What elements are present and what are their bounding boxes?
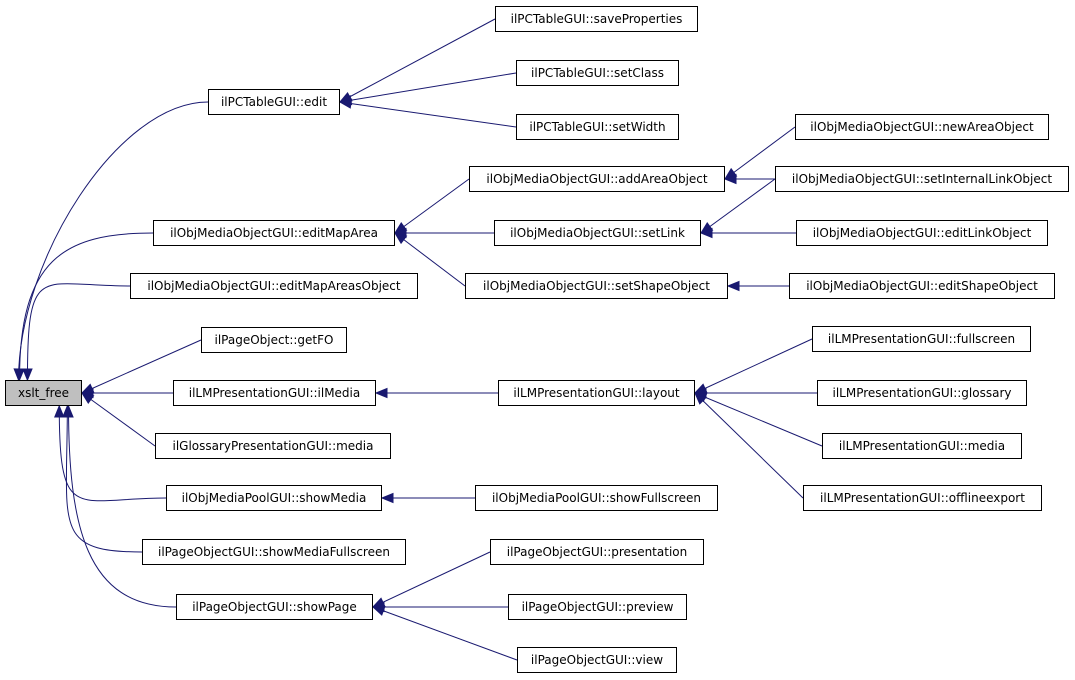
arrowhead-mo_editMapAreasObject-to-xslt_free xyxy=(22,368,33,382)
node-ilpctablegui-edit[interactable]: ilPCTableGUI::edit xyxy=(208,89,340,115)
node-ilobjmediaobjectgui-setlink[interactable]: ilObjMediaObjectGUI::setLink xyxy=(494,220,701,246)
node-ilobjmediaobjectgui-setshapeobject[interactable]: ilObjMediaObjectGUI::setShapeObject xyxy=(465,273,728,299)
node-ilpctablegui-setwidth[interactable]: ilPCTableGUI::setWidth xyxy=(516,114,679,140)
node-ilobjmediaobjectgui-newareaobject[interactable]: ilObjMediaObjectGUI::newAreaObject xyxy=(795,114,1049,140)
arrowhead-mo_editMapArea-to-xslt_free xyxy=(14,368,25,382)
edge-po_getFO-to-xslt_free xyxy=(81,339,202,394)
node-ilobjmediaobjectgui-editlinkobject[interactable]: ilObjMediaObjectGUI::editLinkObject xyxy=(796,220,1048,246)
arrowhead-lm_layout-to-lm_ilMedia xyxy=(374,387,388,399)
edge-pc_setClass-to-pc_edit xyxy=(339,72,517,103)
edge-pog_view-to-pog_showPage xyxy=(372,606,518,661)
node-illmpresentationgui-fullscreen[interactable]: ilLMPresentationGUI::fullscreen xyxy=(812,326,1031,352)
edge-mo_setShapeObject-to-mo_editMapArea xyxy=(394,232,466,287)
node-ilobjmediaobjectgui-editmaparea[interactable]: ilObjMediaObjectGUI::editMapArea xyxy=(153,220,395,246)
arrowhead-mp_showMedia-to-xslt_free xyxy=(54,404,65,418)
node-ilobjmediaobjectgui-setinternallinkobject[interactable]: ilObjMediaObjectGUI::setInternalLinkObje… xyxy=(775,166,1069,192)
edge-pog_showPage-to-xslt_free xyxy=(68,405,177,608)
node-ilobjmediaobjectgui-addareaobject[interactable]: ilObjMediaObjectGUI::addAreaObject xyxy=(469,166,725,192)
node-ilpageobjectgui-view[interactable]: ilPageObjectGUI::view xyxy=(517,647,677,673)
node-ilglossarypresentationgui-media[interactable]: ilGlossaryPresentationGUI::media xyxy=(155,433,391,459)
arrowhead-mp_showFullscreen-to-mp_showMedia xyxy=(380,492,394,504)
edge-pog_presentation-to-pog_showPage xyxy=(372,551,491,608)
node-illmpresentationgui-ilmedia[interactable]: ilLMPresentationGUI::ilMedia xyxy=(173,380,376,406)
node-ilpageobjectgui-showpage[interactable]: ilPageObjectGUI::showPage xyxy=(176,594,373,620)
edge-mo_addAreaObject-to-mo_editMapArea xyxy=(394,178,470,234)
edge-mo_setInternalLinkObject-to-mo_setLink xyxy=(700,178,776,234)
arrowhead-gl_media-to-xslt_free xyxy=(80,392,95,405)
edge-lm_offlineexport-to-lm_layout xyxy=(694,392,804,499)
node-xslt-free[interactable]: xslt_free xyxy=(5,380,82,406)
edge-lm_fullscreen-to-lm_layout xyxy=(694,338,813,394)
node-ilpctablegui-setclass[interactable]: ilPCTableGUI::setClass xyxy=(516,60,679,86)
node-ilpctablegui-saveproperties[interactable]: ilPCTableGUI::saveProperties xyxy=(495,6,698,32)
arrowhead-mo_setShapeObject-to-mo_editMapArea xyxy=(393,232,408,245)
arrowhead-mo_setInternalLinkObject-to-mo_addAreaObject xyxy=(723,173,737,185)
node-ilobjmediaobjectgui-editshapeobject[interactable]: ilObjMediaObjectGUI::editShapeObject xyxy=(789,273,1055,299)
edge-mo_editMapAreasObject-to-xslt_free xyxy=(26,283,131,381)
node-ilobjmediapoolgui-showmedia[interactable]: ilObjMediaPoolGUI::showMedia xyxy=(166,485,382,511)
edge-pc_edit-to-xslt_free xyxy=(18,101,209,381)
arrowhead-lm_offlineexport-to-lm_layout xyxy=(694,392,707,405)
node-ilpageobject-getfo[interactable]: ilPageObject::getFO xyxy=(201,327,347,353)
edge-pc_setWidth-to-pc_edit xyxy=(339,101,517,128)
edge-mo_newAreaObject-to-mo_addAreaObject xyxy=(724,126,796,180)
edge-pc_saveProperties-to-pc_edit xyxy=(339,18,496,103)
edge-gl_media-to-xslt_free xyxy=(81,392,156,447)
edge-mo_editMapArea-to-xslt_free xyxy=(19,232,154,381)
node-illmpresentationgui-glossary[interactable]: ilLMPresentationGUI::glossary xyxy=(817,380,1027,406)
arrowhead-pog_view-to-pog_showPage xyxy=(371,606,386,616)
arrowhead-mo_editShapeObject-to-mo_setShapeObject xyxy=(726,280,740,292)
arrowhead-pc_setWidth-to-pc_edit xyxy=(338,98,353,109)
arrowhead-pog_showPage-to-xslt_free xyxy=(63,404,74,418)
node-ilpageobjectgui-preview[interactable]: ilPageObjectGUI::preview xyxy=(508,594,687,620)
node-illmpresentationgui-offlineexport[interactable]: ilLMPresentationGUI::offlineexport xyxy=(803,485,1042,511)
node-illmpresentationgui-layout[interactable]: ilLMPresentationGUI::layout xyxy=(498,380,695,406)
node-ilpageobjectgui-showmediafullscreen[interactable]: ilPageObjectGUI::showMediaFullscreen xyxy=(142,539,406,565)
node-ilobjmediaobjectgui-editmapareasobject[interactable]: ilObjMediaObjectGUI::editMapAreasObject xyxy=(130,273,418,299)
edge-lm_media-to-lm_layout xyxy=(694,392,823,447)
edge-mp_showMedia-to-xslt_free xyxy=(58,405,167,502)
arrowhead-mo_editLinkObject-to-mo_setLink xyxy=(699,227,713,239)
node-illmpresentationgui-media[interactable]: ilLMPresentationGUI::media xyxy=(822,433,1022,459)
node-ilpageobjectgui-presentation[interactable]: ilPageObjectGUI::presentation xyxy=(490,539,704,565)
edge-pog_showMediaFullscreen-to-xslt_free xyxy=(65,405,143,553)
node-ilobjmediapoolgui-showfullscreen[interactable]: ilObjMediaPoolGUI::showFullscreen xyxy=(475,485,718,511)
